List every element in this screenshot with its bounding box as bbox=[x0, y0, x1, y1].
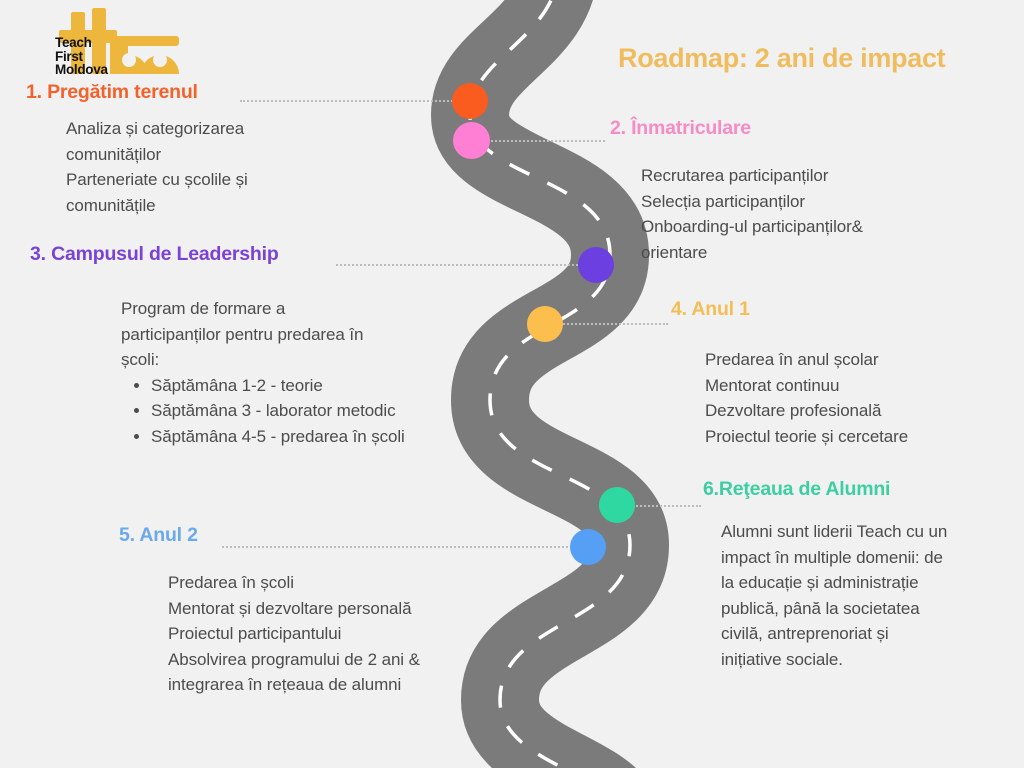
text-line: Proiectul participantului bbox=[168, 624, 342, 643]
leader-line-3 bbox=[336, 264, 586, 268]
milestone-dot-2[interactable] bbox=[453, 122, 490, 159]
section-heading-inmatriculare: 2. Înmatriculare bbox=[610, 117, 751, 139]
text-line: școli: bbox=[121, 350, 160, 369]
milestone-dot-3[interactable] bbox=[578, 247, 614, 283]
list-item: Săptămâna 4-5 - predarea în școli bbox=[151, 424, 441, 450]
milestone-dot-4[interactable] bbox=[527, 306, 563, 342]
text-line: Mentorat continuu bbox=[705, 375, 840, 395]
leader-line-4 bbox=[560, 323, 668, 327]
text-line: Dezvoltare profesională bbox=[705, 401, 882, 420]
text-line: Selecția participanților bbox=[641, 191, 805, 211]
tfm-logo-icon bbox=[59, 8, 179, 74]
text-line: impact în multiple domenii: de bbox=[721, 547, 943, 567]
text-line: Mentorat și dezvoltare personală bbox=[168, 598, 412, 618]
logo-wordmark: Teach First Moldova bbox=[55, 36, 108, 77]
milestone-dot-5[interactable] bbox=[570, 529, 606, 565]
section-heading-reteaua-de-alumni: 6.Reţeaua de Alumni bbox=[703, 478, 891, 500]
text-line: Alumni sunt liderii Teach cu un bbox=[721, 522, 948, 541]
text-line: Absolvirea programului de 2 ani & bbox=[168, 649, 420, 669]
text-line: inițiative sociale. bbox=[721, 649, 843, 669]
logo-word-teach: Teach bbox=[55, 35, 92, 50]
text-line: Recrutarea participanților bbox=[641, 166, 829, 185]
text-line: integrarea în rețeaua de alumni bbox=[168, 675, 402, 694]
leader-line-1 bbox=[240, 100, 465, 104]
text-line: Onboarding-ul participanților& bbox=[641, 217, 863, 236]
text-line: publică, până la societatea bbox=[721, 598, 920, 618]
text-line: Analiza și categorizarea bbox=[66, 119, 245, 138]
leader-line-2 bbox=[487, 140, 605, 144]
section-body-campusul-de-leadership: Program de formare a participanților pen… bbox=[121, 296, 441, 449]
text-line: civilă, antreprenoriat și bbox=[721, 624, 889, 643]
milestone-dot-6[interactable] bbox=[599, 487, 635, 523]
leader-line-6 bbox=[633, 505, 701, 509]
text-line: comunitățile bbox=[66, 195, 156, 215]
section-body-inmatriculare: Recrutarea participanților Selecția part… bbox=[641, 163, 971, 265]
section-bullet-list: Săptămâna 1-2 - teorie Săptămâna 3 - lab… bbox=[121, 373, 441, 450]
section-body-anul-1: Predarea în anul școlar Mentorat continu… bbox=[705, 347, 1015, 449]
section-heading-campusul-de-leadership: 3. Campusul de Leadership bbox=[30, 243, 279, 265]
list-item: Săptămâna 3 - laborator metodic bbox=[151, 398, 441, 424]
text-line: orientare bbox=[641, 242, 708, 262]
milestone-dot-1[interactable] bbox=[452, 83, 488, 119]
section-heading-anul-2: 5. Anul 2 bbox=[119, 524, 198, 546]
page-title: Roadmap: 2 ani de impact bbox=[618, 43, 946, 73]
leader-line-5 bbox=[222, 546, 580, 550]
section-heading-anul-1: 4. Anul 1 bbox=[671, 298, 750, 320]
teach-first-moldova-logo: Teach First Moldova bbox=[47, 8, 179, 88]
logo-word-moldova: Moldova bbox=[55, 62, 108, 77]
section-body-reteaua-de-alumni: Alumni sunt liderii Teach cu un impact î… bbox=[721, 519, 991, 672]
text-line: Program de formare a bbox=[121, 299, 286, 318]
text-line: participanților pentru predarea în bbox=[121, 324, 364, 344]
section-body-pregatim-terenul: Analiza și categorizarea comunităților P… bbox=[66, 116, 366, 218]
list-item: Săptămâna 1-2 - teorie bbox=[151, 373, 441, 399]
text-line: Predarea în școli bbox=[168, 573, 294, 592]
text-line: la educație și administrație bbox=[721, 573, 919, 592]
logo-word-first: First bbox=[55, 48, 83, 64]
text-line: Parteneriate cu școlile și bbox=[66, 170, 248, 189]
text-line: Predarea în anul școlar bbox=[705, 350, 879, 369]
text-line: comunităților bbox=[66, 144, 162, 164]
text-line: Proiectul teorie și cercetare bbox=[705, 426, 909, 446]
section-heading-pregatim-terenul: 1. Pregătim terenul bbox=[26, 81, 198, 103]
section-body-anul-2: Predarea în școli Mentorat și dezvoltare… bbox=[168, 570, 498, 698]
